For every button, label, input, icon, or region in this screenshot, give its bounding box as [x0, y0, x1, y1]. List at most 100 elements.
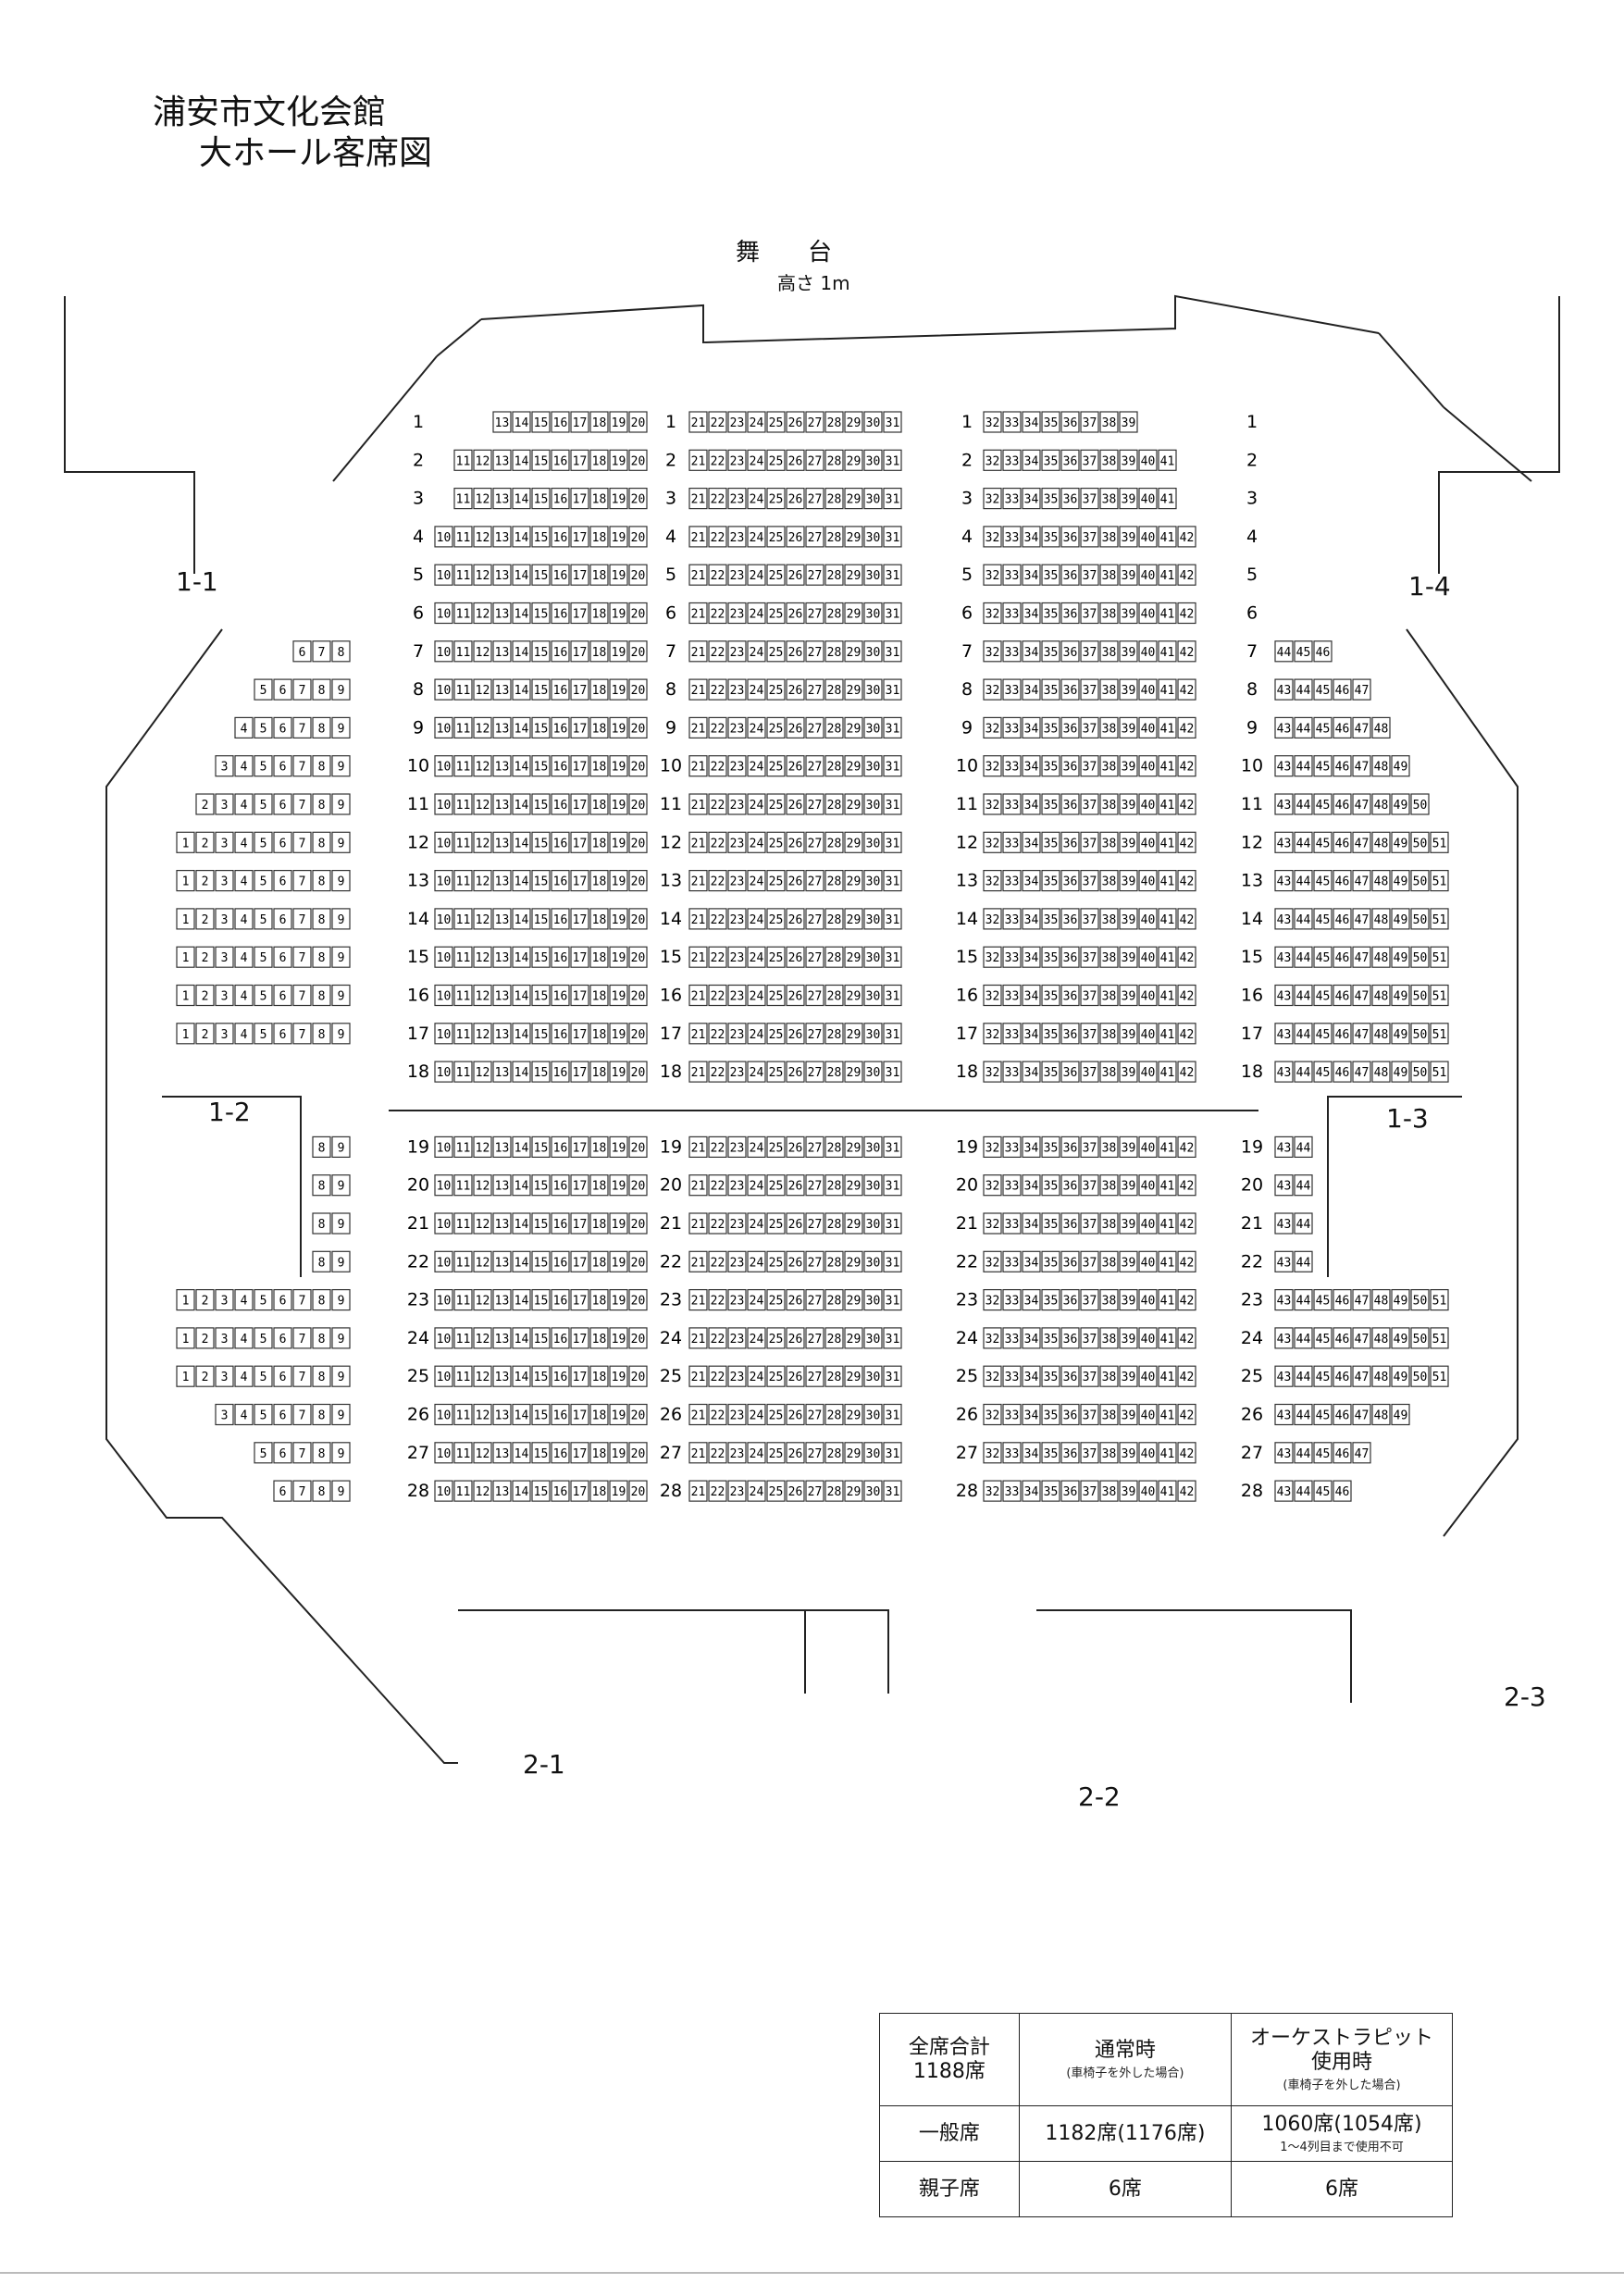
seat-number: 38	[1102, 646, 1117, 660]
seat-LC-16: 16	[551, 1136, 570, 1159]
seat-number: 29	[847, 1256, 862, 1270]
seat-number: 41	[1160, 837, 1175, 850]
seat-L-4: 4	[234, 1023, 254, 1045]
seat-LC-13: 13	[492, 1327, 512, 1349]
seat-number: 10	[437, 1218, 452, 1232]
row-label-center-right: 6	[961, 603, 973, 624]
seat-number: 17	[573, 416, 588, 430]
seat-C-24: 24	[747, 449, 766, 471]
seat-number: 47	[1355, 913, 1370, 927]
seat-LC-19: 19	[609, 449, 628, 471]
seat-number: 19	[612, 531, 626, 545]
seat-R-37: 37	[1080, 716, 1099, 739]
seat-C-23: 23	[727, 716, 747, 739]
seat-LC-12: 12	[473, 678, 492, 701]
seat-number: 10	[437, 1333, 452, 1347]
seat-number: 20	[631, 1295, 646, 1309]
seat-number: 21	[691, 951, 706, 965]
seat-R-37: 37	[1080, 946, 1099, 968]
seat-LC-18: 18	[589, 1061, 609, 1083]
seat-LC-11: 11	[453, 793, 473, 815]
seat-R-34: 34	[1022, 1365, 1041, 1387]
seat-R-38: 38	[1099, 640, 1119, 663]
seat-R-40: 40	[1138, 793, 1158, 815]
seat-C-22: 22	[708, 984, 727, 1007]
seat-number: 38	[1102, 1218, 1117, 1232]
seat-number: 6	[279, 1028, 287, 1042]
seat-L-7: 7	[292, 755, 312, 777]
seat-number: 37	[1083, 493, 1097, 507]
seat-R-32: 32	[983, 640, 1002, 663]
seat-number: 2	[202, 875, 209, 889]
row-label-center-right: 15	[956, 947, 978, 967]
seat-number: 16	[553, 990, 568, 1004]
seat-R-42: 42	[1177, 1288, 1196, 1311]
seat-number: 39	[1122, 1066, 1136, 1080]
seat-number: 49	[1394, 761, 1408, 775]
seat-R-38: 38	[1099, 602, 1119, 625]
seat-number: 16	[553, 569, 568, 583]
seat-number: 33	[1005, 1295, 1020, 1309]
seat-L-7: 7	[292, 831, 312, 853]
seat-number: 11	[456, 1371, 471, 1384]
family-orch: 6席	[1231, 2161, 1453, 2217]
seat-number: 38	[1102, 837, 1117, 850]
row-label-left: 1	[413, 412, 424, 432]
seat-number: 23	[730, 684, 745, 698]
seat-RF-51: 51	[1430, 908, 1449, 930]
seat-number: 22	[711, 722, 725, 736]
seat-number: 23	[730, 913, 745, 927]
seat-C-21: 21	[688, 1403, 708, 1426]
seat-number: 17	[573, 913, 588, 927]
family-label: 親子席	[879, 2161, 1020, 2217]
seat-RF-50: 50	[1410, 1288, 1430, 1311]
seat-LC-10: 10	[434, 755, 453, 777]
seat-L-8: 8	[312, 1327, 331, 1349]
seat-number: 10	[437, 1409, 452, 1423]
seat-number: 19	[612, 913, 626, 927]
seat-number: 31	[886, 493, 900, 507]
seat-R-39: 39	[1119, 526, 1138, 548]
seat-number: 16	[553, 837, 568, 850]
seat-number: 19	[612, 1256, 626, 1270]
seat-C-23: 23	[727, 640, 747, 663]
seat-LC-13: 13	[492, 526, 512, 548]
seat-C-23: 23	[727, 1442, 747, 1464]
seat-RF-48: 48	[1371, 1288, 1391, 1311]
seat-C-22: 22	[708, 755, 727, 777]
seat-LC-17: 17	[570, 1288, 589, 1311]
seat-number: 20	[631, 1333, 646, 1347]
seat-number: 19	[612, 416, 626, 430]
seat-number: 10	[437, 531, 452, 545]
seat-LC-15: 15	[531, 487, 551, 510]
seat-number: 37	[1083, 454, 1097, 468]
seat-R-38: 38	[1099, 869, 1119, 892]
row-label-right: 20	[1241, 1175, 1263, 1196]
seat-number: 20	[631, 454, 646, 468]
seat-R-39: 39	[1119, 1174, 1138, 1197]
seat-C-30: 30	[863, 1365, 883, 1387]
seat-LC-16: 16	[551, 564, 570, 586]
seat-R-41: 41	[1158, 1288, 1177, 1311]
seat-LC-19: 19	[609, 1212, 628, 1235]
seat-number: 41	[1160, 1256, 1175, 1270]
seat-R-42: 42	[1177, 1480, 1196, 1502]
seat-number: 14	[514, 1409, 529, 1423]
seat-number: 8	[318, 1218, 326, 1232]
seat-number: 7	[299, 1295, 306, 1309]
seat-number: 22	[711, 1028, 725, 1042]
seat-LC-16: 16	[551, 1365, 570, 1387]
seat-number: 18	[592, 416, 607, 430]
seat-number: 12	[476, 569, 490, 583]
seat-C-23: 23	[727, 869, 747, 892]
seat-R-34: 34	[1022, 1480, 1041, 1502]
seat-number: 17	[573, 608, 588, 622]
seat-number: 26	[788, 608, 803, 622]
seat-number: 41	[1160, 1447, 1175, 1461]
seat-L-1: 1	[176, 1288, 195, 1311]
seat-number: 16	[553, 1409, 568, 1423]
seat-number: 41	[1160, 1141, 1175, 1155]
seat-number: 30	[866, 608, 881, 622]
row-label-right: 25	[1241, 1366, 1263, 1386]
seat-R-34: 34	[1022, 1403, 1041, 1426]
